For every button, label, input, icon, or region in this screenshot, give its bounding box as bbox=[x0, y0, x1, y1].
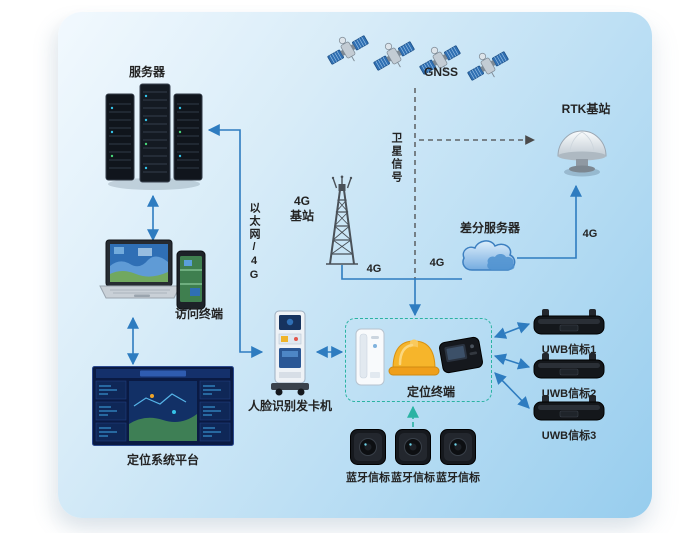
g4-mid-label: 4G bbox=[429, 257, 445, 269]
satellite-icon-3 bbox=[418, 40, 462, 80]
wire-terminal-uwb1 bbox=[493, 322, 531, 339]
satellite-icon-2 bbox=[372, 36, 416, 76]
locator-unit-icon bbox=[354, 328, 386, 386]
uwb-beacon-icon-1 bbox=[532, 308, 606, 338]
uwb-beacon-2-label: UWB信标2 bbox=[541, 388, 597, 400]
satellite-icon-4 bbox=[466, 46, 510, 86]
wire-server-facemachine bbox=[207, 124, 264, 358]
phone-icon bbox=[176, 250, 206, 310]
rtk-station-label: RTK基站 bbox=[561, 102, 611, 116]
bt-beacon-1-label: 蓝牙信标 bbox=[346, 472, 390, 484]
server-rack-icon bbox=[102, 78, 206, 192]
platform-label: 定位系统平台 bbox=[126, 453, 200, 467]
access-terminal-label: 访问终端 bbox=[174, 307, 224, 321]
face-machine-label: 人脸识别发卡机 bbox=[247, 399, 333, 413]
g4-right-label: 4G bbox=[582, 228, 598, 240]
badge-tag-icon bbox=[437, 335, 484, 376]
gnss-label: GNSS bbox=[423, 65, 459, 79]
uwb-beacon-3-label: UWB信标3 bbox=[541, 430, 597, 442]
g4-station-label: 4G 基站 bbox=[289, 194, 315, 223]
platform-dashboard-icon bbox=[92, 366, 234, 446]
safety-helmet-icon bbox=[388, 332, 440, 384]
laptop-icon bbox=[96, 238, 184, 316]
uwb-beacon-1-label: UWB信标1 bbox=[541, 344, 597, 356]
bluetooth-beacon-icon-3 bbox=[439, 428, 477, 466]
face-machine-icon bbox=[266, 310, 314, 396]
satellite-signal-label: 卫星信号 bbox=[390, 132, 402, 184]
bt-beacon-3-label: 蓝牙信标 bbox=[436, 472, 480, 484]
diff-server-label: 差分服务器 bbox=[459, 221, 521, 235]
positioning-terminal-label: 定位终端 bbox=[406, 385, 456, 399]
rtk-antenna-icon bbox=[544, 116, 616, 180]
wire-tower-backbone bbox=[341, 265, 462, 280]
uwb-beacon-icon-3 bbox=[532, 394, 606, 424]
server-label: 服务器 bbox=[128, 65, 166, 79]
wire-terminal-uwb2 bbox=[493, 353, 531, 370]
bt-beacon-2-label: 蓝牙信标 bbox=[391, 472, 435, 484]
wire-terminal-uwb3 bbox=[494, 372, 530, 409]
positioning-terminal-box bbox=[345, 318, 492, 402]
g4-left-label: 4G bbox=[366, 263, 382, 275]
satellite-icon-1 bbox=[326, 30, 370, 70]
bluetooth-beacon-icon-2 bbox=[394, 428, 432, 466]
bluetooth-beacon-icon-1 bbox=[349, 428, 387, 466]
wire-cloud-rtk bbox=[517, 184, 582, 259]
cloud-server-icon bbox=[459, 236, 519, 278]
uwb-beacon-icon-2 bbox=[532, 352, 606, 382]
ethernet-4g-label: 以太网/4G bbox=[248, 202, 260, 283]
cell-tower-icon bbox=[318, 175, 366, 268]
